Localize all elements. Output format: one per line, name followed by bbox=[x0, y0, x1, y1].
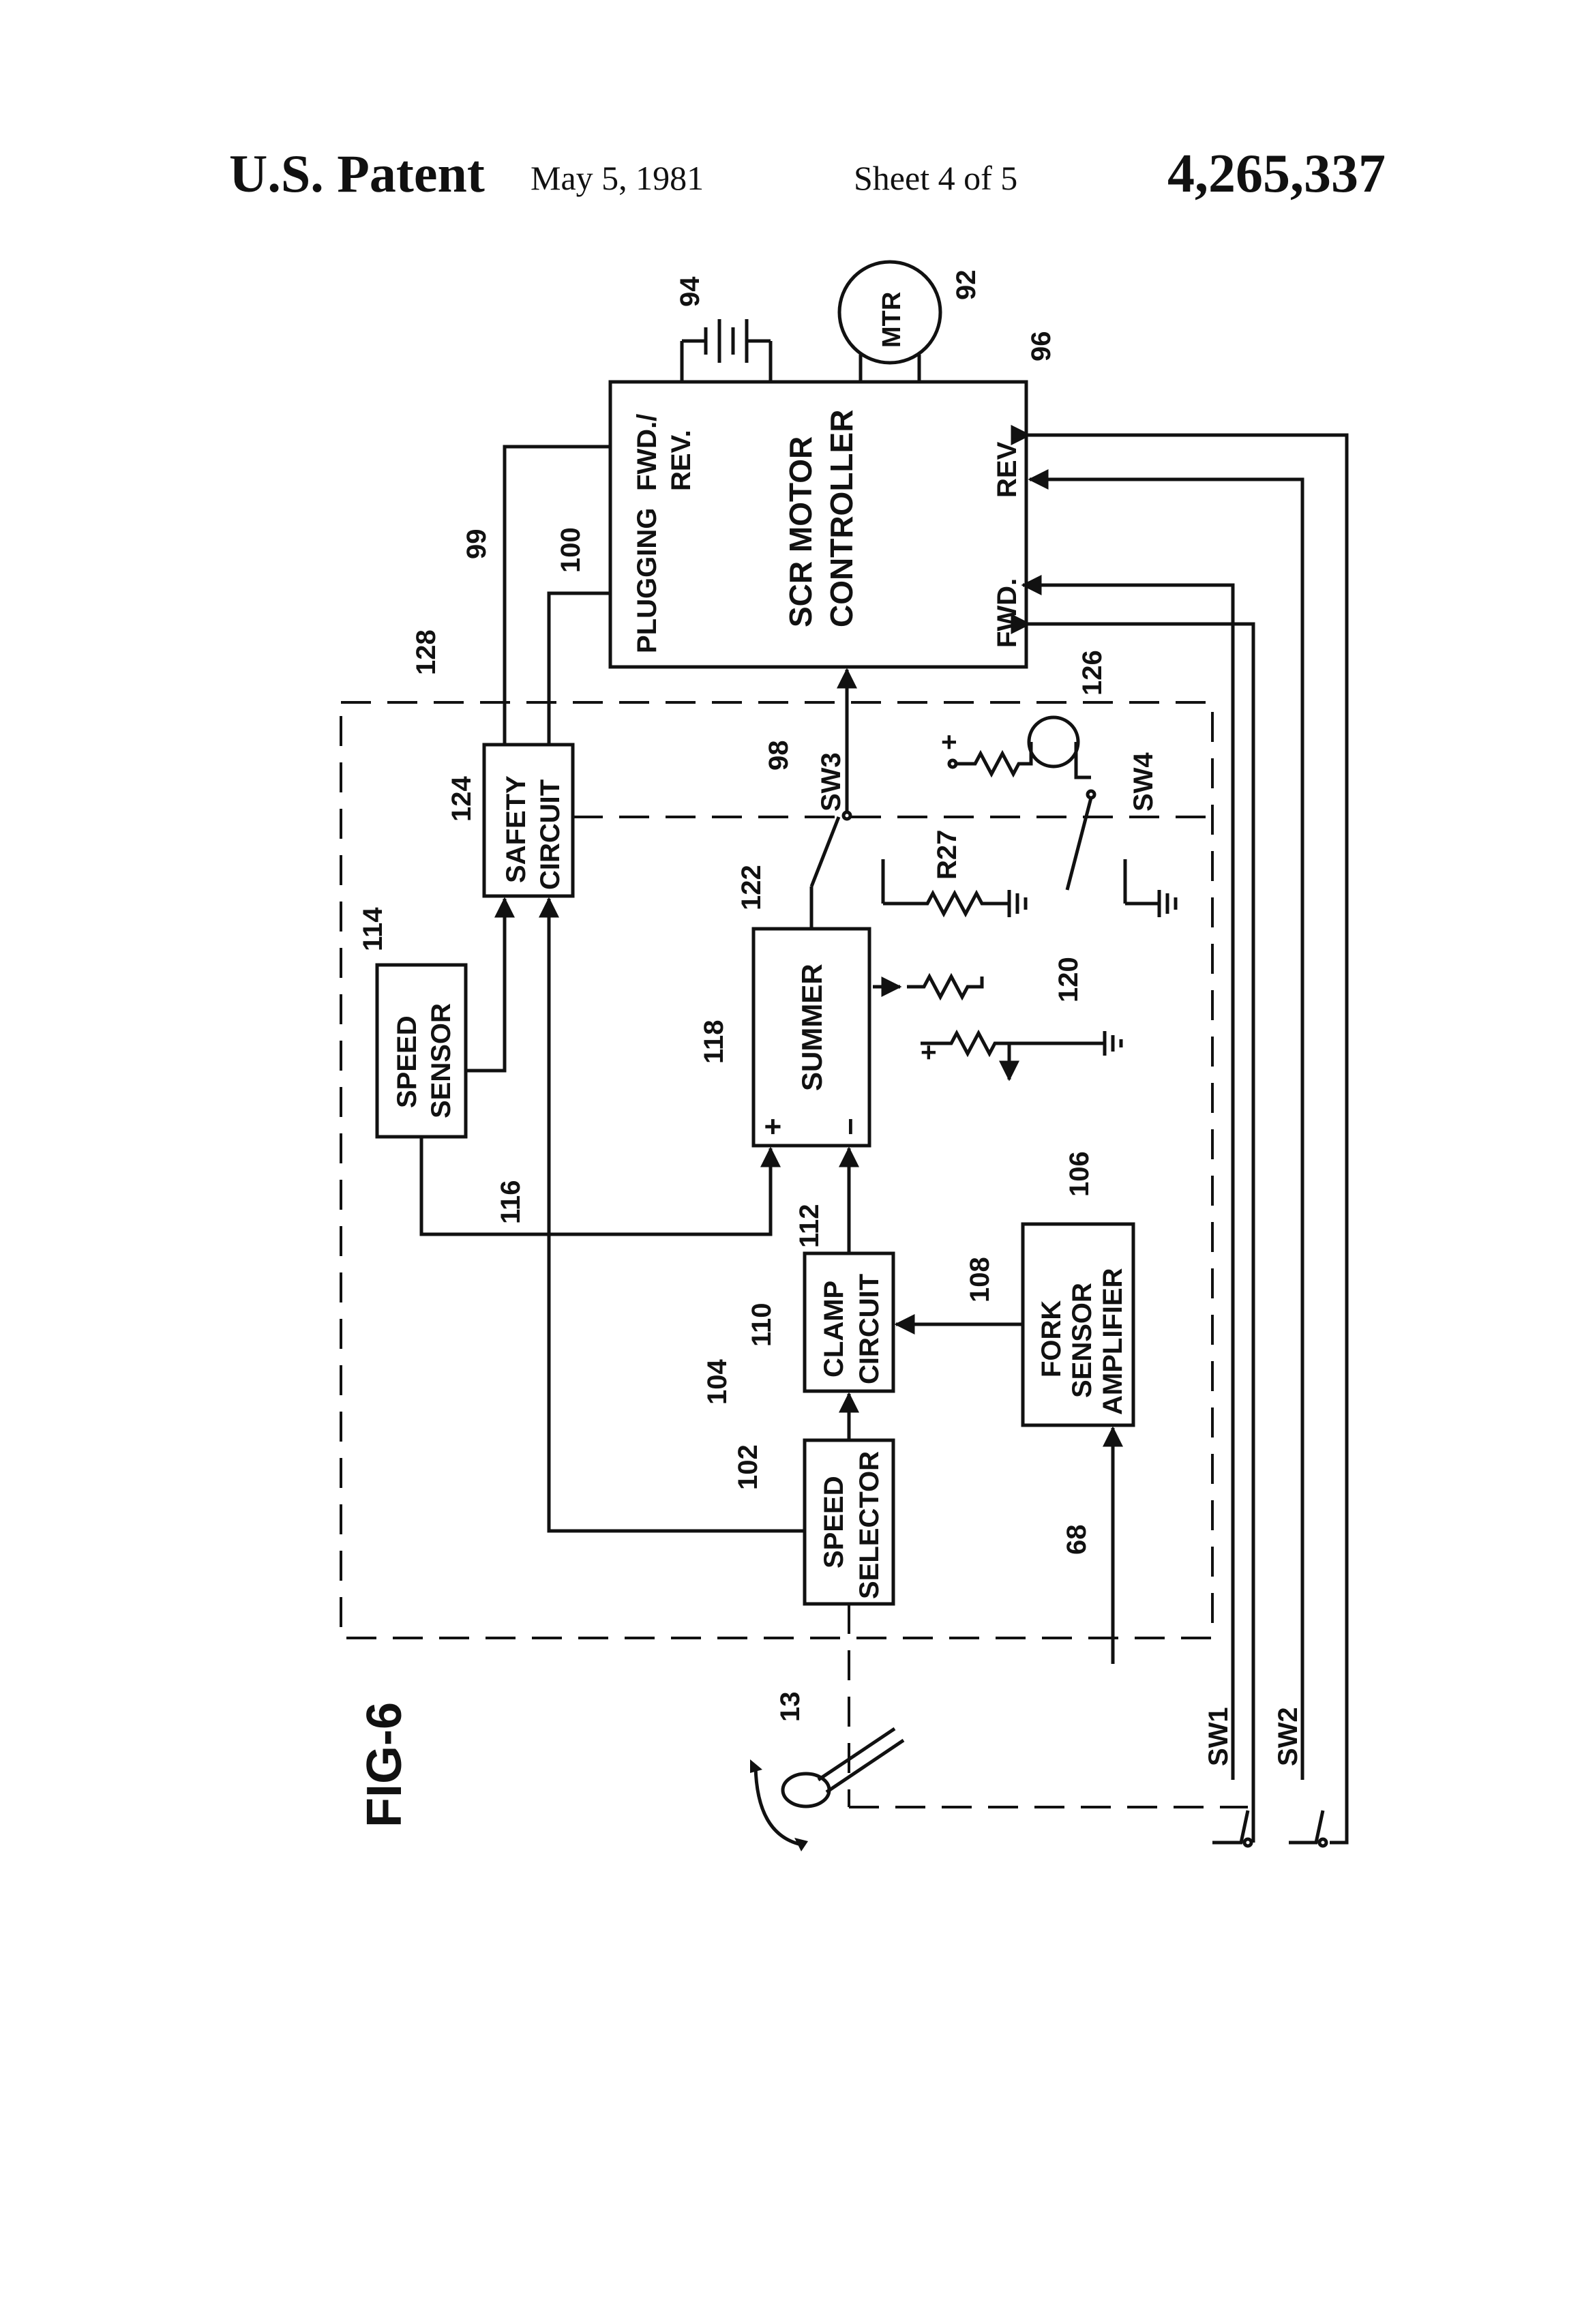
clamp-label-2: CIRCUIT bbox=[854, 1274, 884, 1384]
ref-106: 106 bbox=[1064, 1151, 1094, 1197]
sw1-label: SW1 bbox=[1204, 1707, 1234, 1766]
ref-114: 114 bbox=[358, 907, 388, 951]
sw2-label: SW2 bbox=[1273, 1707, 1303, 1766]
ref-118: 118 bbox=[699, 1019, 729, 1064]
fork-label: FORK bbox=[1036, 1300, 1066, 1377]
summer-label: SUMMER bbox=[796, 964, 828, 1091]
potentiometer-120 bbox=[873, 972, 1123, 1082]
ref-126: 126 bbox=[1077, 650, 1107, 696]
ref-96: 96 bbox=[1026, 331, 1056, 362]
ref-68: 68 bbox=[1062, 1525, 1092, 1555]
safety-label-2: CIRCUIT bbox=[535, 779, 565, 890]
control-enclosure bbox=[340, 701, 1214, 1639]
fork-label-2: SENSOR bbox=[1067, 1283, 1097, 1398]
fig-label: FIG-6 bbox=[357, 1702, 412, 1828]
ref-94: 94 bbox=[675, 276, 705, 307]
resistor-r27 bbox=[881, 859, 1028, 918]
wire-99 bbox=[503, 445, 610, 745]
rev-label: REV. bbox=[992, 436, 1022, 498]
ref-108: 108 bbox=[965, 1257, 995, 1302]
plugging-label: PLUGGING bbox=[632, 508, 662, 653]
r27-label: R27 bbox=[932, 830, 962, 880]
speed-selector-label-2: SELECTOR bbox=[854, 1451, 884, 1599]
speed-selector-label: SPEED bbox=[819, 1476, 849, 1568]
scr-controller-label: SCR MOTOR bbox=[783, 436, 818, 627]
fork-label-3: AMPLIFIER bbox=[1098, 1268, 1128, 1415]
ref-98: 98 bbox=[764, 741, 794, 771]
ref-104: 104 bbox=[702, 1359, 732, 1405]
plus-lamp: + bbox=[934, 734, 964, 750]
fwd-rev-label: FWD./ bbox=[632, 414, 662, 491]
wire-116 bbox=[419, 1137, 781, 1236]
sw4-label: SW4 bbox=[1129, 752, 1159, 811]
ref-99: 99 bbox=[462, 529, 492, 560]
ref-102: 102 bbox=[733, 1444, 763, 1490]
wire-100 bbox=[547, 591, 610, 745]
patent-date: May 5, 1981 bbox=[531, 159, 704, 197]
wire-selector-to-safety bbox=[539, 897, 805, 1533]
lamp-126 bbox=[947, 715, 1091, 779]
sw1-switch bbox=[1021, 575, 1255, 1848]
patent-title: U.S. Patent bbox=[229, 144, 485, 203]
ref-116: 116 bbox=[496, 1180, 526, 1224]
summer-minus: − bbox=[834, 1118, 867, 1135]
clamp-label: CLAMP bbox=[819, 1281, 849, 1377]
sheet-number: Sheet 4 of 5 bbox=[854, 159, 1018, 197]
ref-92: 92 bbox=[951, 270, 981, 301]
ref-120: 120 bbox=[1054, 957, 1084, 1002]
speed-sensor-label: SPEED bbox=[392, 1015, 422, 1108]
ref-124: 124 bbox=[447, 776, 477, 822]
speed-sensor-label-2: SENSOR bbox=[426, 1003, 456, 1118]
ground-icon bbox=[1123, 859, 1178, 917]
control-handle-icon bbox=[750, 1727, 905, 1851]
ref-122: 122 bbox=[736, 865, 766, 910]
summer-plus: + bbox=[756, 1118, 790, 1135]
patent-number: 4,265,337 bbox=[1167, 144, 1386, 204]
fwd-rev-label-2: REV. bbox=[666, 430, 696, 491]
sw3-label: SW3 bbox=[816, 752, 846, 811]
ref-110: 110 bbox=[747, 1302, 777, 1347]
safety-label: SAFETY bbox=[501, 775, 531, 883]
sw2-switch bbox=[1028, 433, 1349, 1848]
scr-controller-label-2: CONTROLLER bbox=[824, 410, 859, 627]
motor-icon bbox=[837, 260, 942, 365]
scr-controller-box bbox=[608, 380, 1028, 669]
battery-icon bbox=[680, 319, 773, 382]
safety-circuit-box bbox=[482, 743, 575, 898]
ref-13: 13 bbox=[775, 1692, 805, 1723]
motor-label: MTR bbox=[878, 292, 906, 348]
plus-pot: + bbox=[914, 1045, 944, 1060]
sw4-blade bbox=[1065, 797, 1093, 891]
patent-header: U.S. Patent May 5, 1981 Sheet 4 of 5 4,2… bbox=[0, 0, 1582, 225]
ref-128: 128 bbox=[411, 629, 441, 675]
sw3-blade bbox=[809, 816, 841, 887]
ref-112: 112 bbox=[794, 1204, 824, 1248]
ref-100: 100 bbox=[556, 527, 586, 573]
fwd-label: FWD. bbox=[992, 578, 1022, 648]
wire-speed-to-safety bbox=[466, 897, 515, 1073]
